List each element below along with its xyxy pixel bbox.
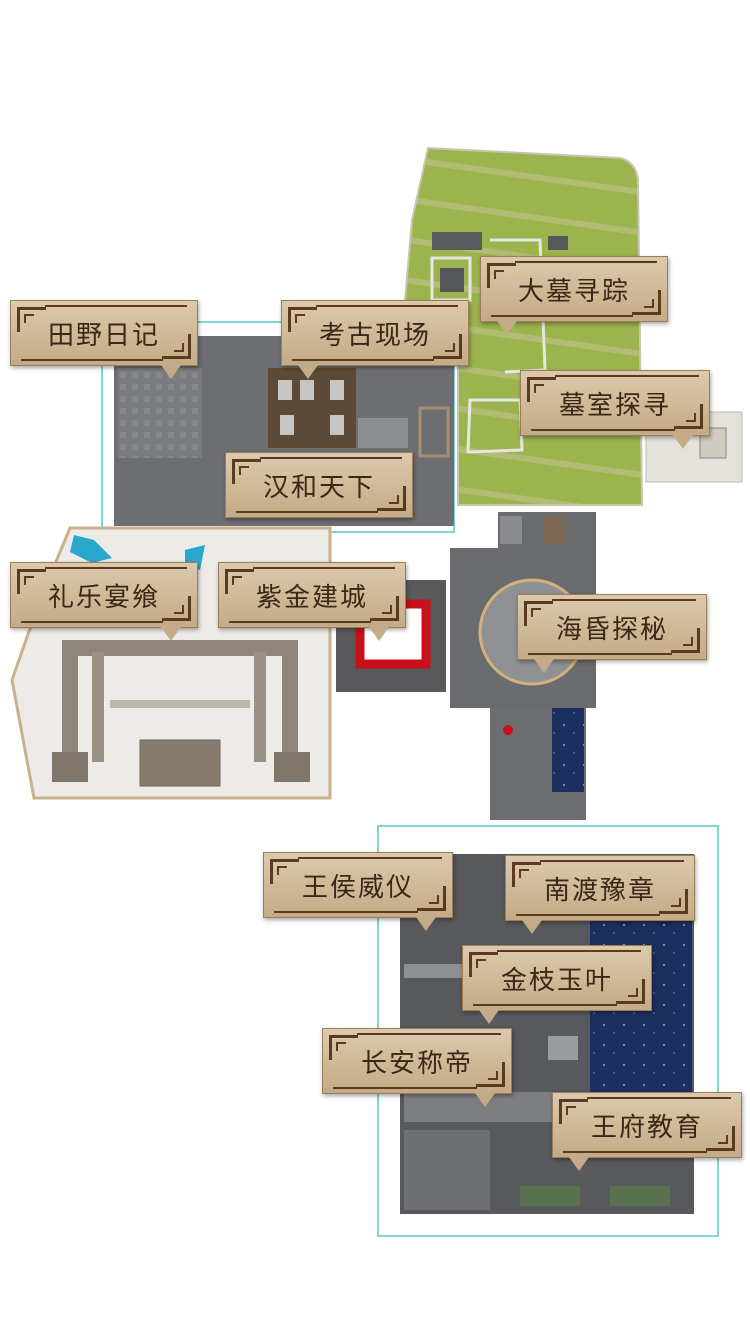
pointer-tail	[161, 627, 181, 641]
label-text: 墓室探寻	[558, 390, 671, 421]
frame-line	[540, 860, 684, 862]
fret-corner-icon	[487, 263, 516, 288]
frame-line	[497, 950, 641, 952]
label-text: 礼乐宴飨	[47, 582, 160, 613]
pointer-tail	[298, 365, 318, 379]
frame-line	[236, 511, 378, 513]
fret-corner-icon	[616, 979, 645, 1004]
label-text: 南渡豫章	[543, 875, 656, 906]
pointer-tail	[522, 920, 542, 934]
frame-line	[491, 315, 633, 317]
label-mushi[interactable]: 墓室探寻	[520, 370, 710, 449]
label-haihun[interactable]: 海昏探秘	[517, 594, 707, 673]
fret-corner-icon	[674, 404, 703, 429]
fret-corner-icon	[377, 486, 406, 511]
fret-corner-icon	[162, 334, 191, 359]
label-nandu[interactable]: 南渡豫章	[505, 855, 695, 934]
connecting-corridor	[490, 708, 586, 820]
label-text: 王侯威仪	[301, 872, 414, 903]
pointer-tail	[161, 365, 181, 379]
fret-corner-icon	[469, 952, 498, 977]
fret-corner-icon	[17, 307, 46, 332]
frame-line	[45, 567, 187, 569]
frame-line	[515, 261, 657, 263]
frame-line	[333, 1087, 477, 1089]
pointer-tail	[534, 659, 554, 673]
fret-corner-icon	[417, 886, 446, 911]
pointer-tail	[416, 917, 436, 931]
label-text: 王府教育	[590, 1112, 703, 1143]
frame-line	[552, 599, 696, 601]
fret-corner-icon	[270, 859, 299, 884]
fret-corner-icon	[632, 290, 661, 315]
fret-corner-icon	[524, 601, 553, 626]
fret-corner-icon	[288, 307, 317, 332]
frame-line	[587, 1097, 731, 1099]
frame-line	[274, 911, 418, 913]
label-text: 紫金建城	[255, 582, 368, 613]
frame-line	[563, 1151, 707, 1153]
label-damu[interactable]: 大墓寻踪	[480, 256, 668, 335]
fret-corner-icon	[527, 377, 556, 402]
fret-corner-icon	[512, 862, 541, 887]
label-tianye[interactable]: 田野日记	[10, 300, 198, 379]
label-kaogu[interactable]: 考古现场	[281, 300, 469, 379]
label-text: 田野日记	[47, 320, 160, 351]
label-text: 汉和天下	[262, 472, 375, 503]
label-text: 长安称帝	[360, 1048, 473, 1079]
fret-corner-icon	[162, 596, 191, 621]
pointer-tail	[475, 1093, 495, 1107]
label-liyue[interactable]: 礼乐宴飨	[10, 562, 198, 641]
label-changan[interactable]: 长安称帝	[322, 1028, 512, 1107]
frame-line	[21, 359, 163, 361]
fret-corner-icon	[225, 569, 254, 594]
fret-corner-icon	[476, 1062, 505, 1087]
pointer-tail	[569, 1157, 589, 1171]
label-text: 大墓寻踪	[517, 276, 630, 307]
pointer-tail	[479, 1010, 499, 1024]
frame-line	[253, 567, 395, 569]
fret-corner-icon	[659, 889, 688, 914]
label-jinzhi[interactable]: 金枝玉叶	[462, 945, 652, 1024]
frame-line	[516, 914, 660, 916]
pointer-tail	[497, 321, 517, 335]
fret-corner-icon	[559, 1099, 588, 1124]
fret-corner-icon	[370, 596, 399, 621]
label-hanhe[interactable]: 汉和天下	[225, 452, 413, 518]
label-zijin[interactable]: 紫金建城	[218, 562, 406, 641]
fret-corner-icon	[17, 569, 46, 594]
pointer-tail	[369, 627, 389, 641]
frame-line	[298, 857, 442, 859]
label-text: 海昏探秘	[555, 614, 668, 645]
fret-corner-icon	[232, 459, 261, 484]
frame-line	[45, 305, 187, 307]
frame-line	[21, 621, 163, 623]
frame-line	[357, 1033, 501, 1035]
frame-line	[260, 457, 402, 459]
frame-line	[292, 359, 434, 361]
frame-line	[528, 653, 672, 655]
frame-line	[555, 375, 699, 377]
frame-line	[531, 429, 675, 431]
label-wangfu[interactable]: 王府教育	[552, 1092, 742, 1171]
frame-line	[229, 621, 371, 623]
label-text: 金枝玉叶	[500, 965, 613, 996]
frame-line	[473, 1004, 617, 1006]
fret-corner-icon	[706, 1126, 735, 1151]
label-wanghou[interactable]: 王侯威仪	[263, 852, 453, 931]
fret-corner-icon	[329, 1035, 358, 1060]
label-text: 考古现场	[318, 320, 431, 351]
fret-corner-icon	[433, 334, 462, 359]
fret-corner-icon	[671, 628, 700, 653]
pointer-tail	[673, 435, 693, 449]
frame-line	[316, 305, 458, 307]
